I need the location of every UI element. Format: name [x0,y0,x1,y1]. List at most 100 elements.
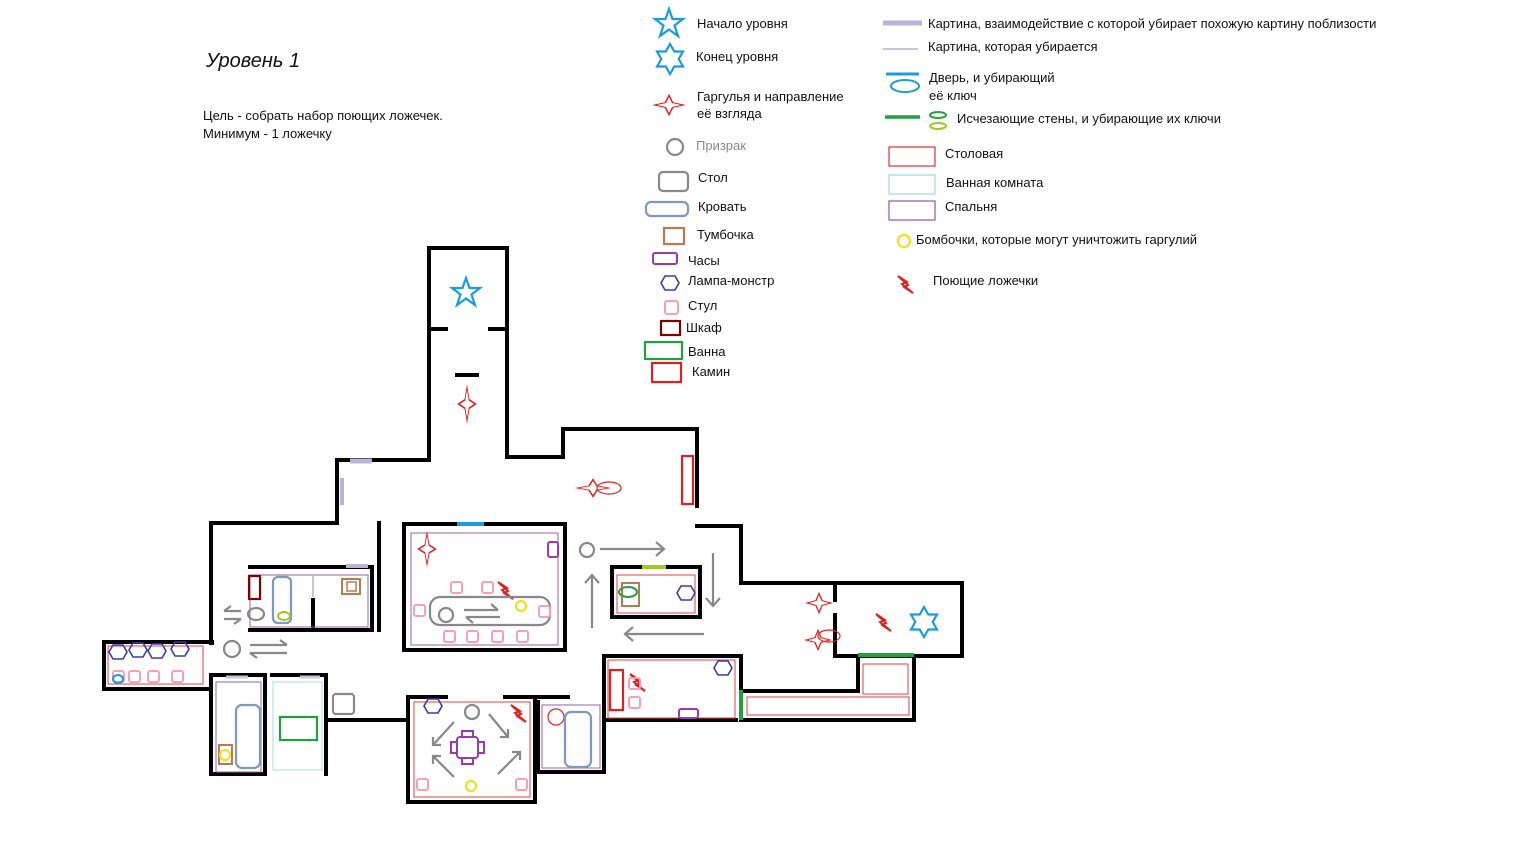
level-goal: Цель - собрать набор поющих ложечек. Мин… [203,107,443,143]
gargoyle-icon [806,592,832,614]
gargoyle-icon [457,386,477,422]
chairs [112,581,641,791]
legend-painting-removed-label: Картина, которая убирается [928,39,1098,54]
legend-wardrobe-label: Шкаф [686,320,722,335]
legend-fireplace-label: Камин [692,364,731,379]
legend-bomb-icon [896,233,912,249]
dining-bedroom-zone [410,532,559,646]
legend-table-icon [657,170,690,193]
legend-clock-icon [652,252,678,265]
legend-gargoyle-icon [653,94,685,116]
bed [234,703,262,770]
legend-bath-label: Ванна [688,344,726,359]
legend-start-label: Начало уровня [697,16,788,31]
legend-ghost-icon [665,137,685,157]
legend-vanishing-key-green-icon [929,111,947,119]
legend-bath-icon [643,340,684,361]
legend-bombs-label: Бомбочки, которые могут уничтожить гаргу… [916,232,1197,247]
singing-spoon-icon[interactable] [875,613,892,632]
door-key[interactable] [112,674,124,684]
fireplace [608,668,625,712]
fireplace [680,454,695,506]
vanishing-wall-key-lime[interactable] [277,611,291,621]
legend-spoon-icon [897,275,914,294]
legend-end-star-icon [655,42,685,76]
right-dining-zone [607,659,736,719]
gargoyle-gaze-icon [547,708,565,726]
nightstand-drawer [346,581,357,592]
ghost-icon [437,606,455,624]
clock [678,708,699,719]
small-table [331,692,356,716]
legend-ghost-label: Призрак [696,138,746,153]
lamp-monster-icon [676,585,696,601]
bomb-icon[interactable] [218,748,232,762]
legend-bed-icon [644,200,690,218]
gargoyle-icon [417,532,437,566]
legend-nightstand-icon [662,226,686,246]
ghost-icon [246,606,266,622]
right-long-dining-zone [746,696,910,716]
legend-vanishing-walls-label: Исчезающие стены, и убирающие их ключи [957,111,1221,126]
nightstand [621,582,640,607]
bomb-icon[interactable] [514,599,528,613]
legend-gargoyle-label-1: Гаргулья и направление [697,89,844,104]
ghost-paths [223,541,721,778]
legend-door-label-2: её ключ [929,88,977,103]
legend-clock-label: Часы [688,253,720,268]
legend-bathroom-icon [888,174,936,195]
bomb-icon[interactable] [464,779,478,793]
legend-door-label-1: Дверь, и убирающий [929,70,1055,85]
right-end-dining-zone [862,663,909,695]
legend-bedroom-label: Спальня [945,199,998,214]
bombs [218,599,528,793]
clock [547,541,559,558]
singing-spoon-icon[interactable] [510,704,527,723]
legend-table-label: Стол [698,170,728,185]
legend-painting-trigger-label: Картина, взаимодействие с которой убирае… [928,16,1377,31]
walls [102,246,964,804]
legend-bed-label: Кровать [698,199,747,214]
left-bedroom-zone [249,574,369,628]
ghost-icon [463,703,481,721]
ghost-icon [578,541,596,559]
vanishing-wall-key-green[interactable] [618,586,638,598]
center-small-dining-zone [616,574,696,614]
legend-chair-label: Стул [688,298,718,313]
legend-door-key-icon [890,79,920,93]
legend-vanishing-key-lime-icon [929,122,947,130]
gargoyle-gaze-icon [817,629,841,643]
level-title: Уровень 1 [206,50,301,72]
lamp-monster-icon [128,642,148,658]
lamp-monster-icon [170,641,190,657]
goal-line-2: Минимум - 1 ложечку [203,126,332,141]
ghosts [222,541,596,721]
legend-dining-icon [888,146,936,167]
lamp-monster-icon [423,698,443,714]
legend-bathroom-label: Ванная комната [946,175,1044,190]
level-end-star-icon [909,605,939,639]
ghost-icon [222,639,242,659]
legend-fireplace-icon [650,361,683,384]
lamp-monster-icon [713,660,733,676]
legend-spoons-label: Поющие ложечки [933,273,1039,288]
legend-start-star-icon [653,7,685,38]
bath [278,715,319,742]
level-start-star-icon [450,276,482,307]
legend-chair-icon [664,300,679,315]
left-small-dining-zone [107,645,204,685]
legend-dining-label: Столовая [945,146,1004,161]
legend-gargoyle-label-2: её взгляда [697,106,762,121]
gargoyle-icon [805,629,831,651]
nightstand [341,578,361,595]
legend-nightstand-label: Тумбочка [697,227,754,242]
bed [271,575,293,625]
round-clock-table [450,730,485,765]
legend-wardrobe-icon [659,319,682,337]
legend-end-label: Конец уровня [696,49,779,64]
goal-line-1: Цель - собрать набор поющих ложечек. [203,108,443,123]
legend-lamp-icon [660,275,680,291]
center-bottom-dining-zone [413,701,531,798]
legend-bedroom-icon [888,200,936,221]
